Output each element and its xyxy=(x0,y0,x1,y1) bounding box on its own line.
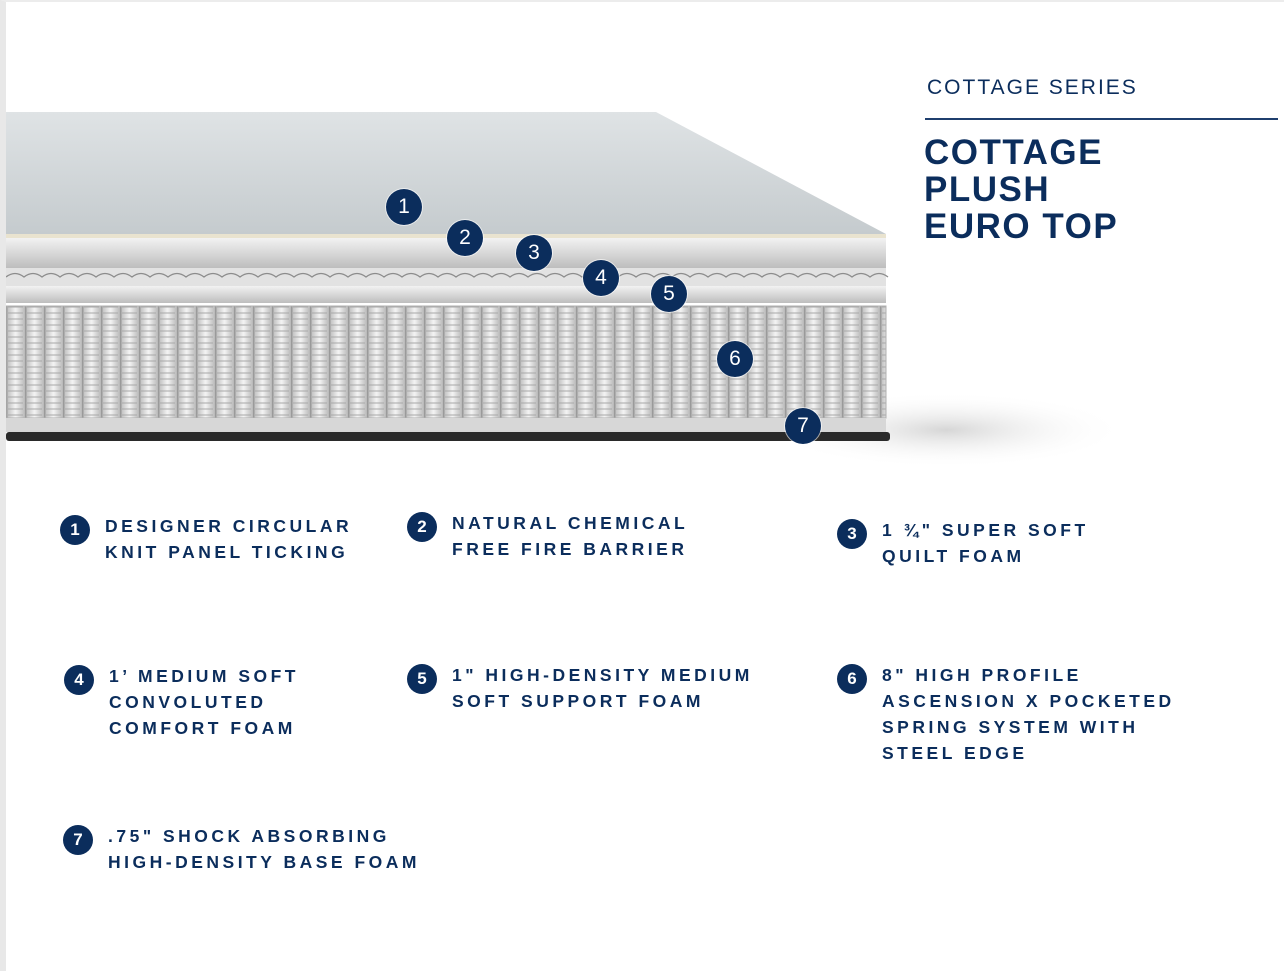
feature-5-text: 1" HIGH-DENSITY MEDIUM SOFT SUPPORT FOAM xyxy=(452,665,753,711)
feature-7: 7 .75" SHOCK ABSORBING HIGH-DENSITY BASE… xyxy=(63,823,420,875)
marker-3: 3 xyxy=(516,235,552,271)
feature-5: 5 1" HIGH-DENSITY MEDIUM SOFT SUPPORT FO… xyxy=(407,662,753,714)
feature-3-text: 1 ¾" SUPER SOFT QUILT FOAM xyxy=(882,520,1089,566)
series-label: COTTAGE SERIES xyxy=(927,76,1138,99)
title-line-1: COTTAGE xyxy=(924,133,1104,172)
mattress-cutaway-graphic xyxy=(6,112,1126,468)
marker-6: 6 xyxy=(717,341,753,377)
title-line-2: PLUSH xyxy=(924,170,1051,209)
feature-3: 3 1 ¾" SUPER SOFT QUILT FOAM xyxy=(837,517,1089,569)
feature-1-number: 1 xyxy=(60,515,90,545)
feature-6: 6 8" HIGH PROFILE ASCENSION X POCKETED S… xyxy=(837,662,1175,766)
feature-7-number: 7 xyxy=(63,825,93,855)
feature-1-text: DESIGNER CIRCULAR KNIT PANEL TICKING xyxy=(105,516,353,562)
header-divider xyxy=(925,118,1278,120)
marker-4: 4 xyxy=(583,260,619,296)
feature-4: 4 1’ MEDIUM SOFT CONVOLUTED COMFORT FOAM xyxy=(64,663,299,741)
feature-4-number: 4 xyxy=(64,665,94,695)
feature-2: 2 NATURAL CHEMICAL FREE FIRE BARRIER xyxy=(407,510,688,562)
product-title: COTTAGE PLUSH EURO TOP xyxy=(924,134,1118,245)
feature-7-text: .75" SHOCK ABSORBING HIGH-DENSITY BASE F… xyxy=(108,826,420,872)
marker-7: 7 xyxy=(785,408,821,444)
feature-5-number: 5 xyxy=(407,664,437,694)
title-line-3: EURO TOP xyxy=(924,207,1119,246)
feature-2-number: 2 xyxy=(407,512,437,542)
feature-6-text: 8" HIGH PROFILE ASCENSION X POCKETED SPR… xyxy=(882,665,1175,763)
mattress-illustration: 1 2 3 4 5 6 7 xyxy=(6,100,1136,480)
marker-5: 5 xyxy=(651,276,687,312)
feature-2-text: NATURAL CHEMICAL FREE FIRE BARRIER xyxy=(452,513,689,559)
marker-2: 2 xyxy=(447,220,483,256)
marker-1: 1 xyxy=(386,189,422,225)
feature-6-number: 6 xyxy=(837,664,867,694)
feature-3-number: 3 xyxy=(837,519,867,549)
feature-1: 1 DESIGNER CIRCULAR KNIT PANEL TICKING xyxy=(60,513,352,565)
feature-4-text: 1’ MEDIUM SOFT CONVOLUTED COMFORT FOAM xyxy=(109,666,299,738)
